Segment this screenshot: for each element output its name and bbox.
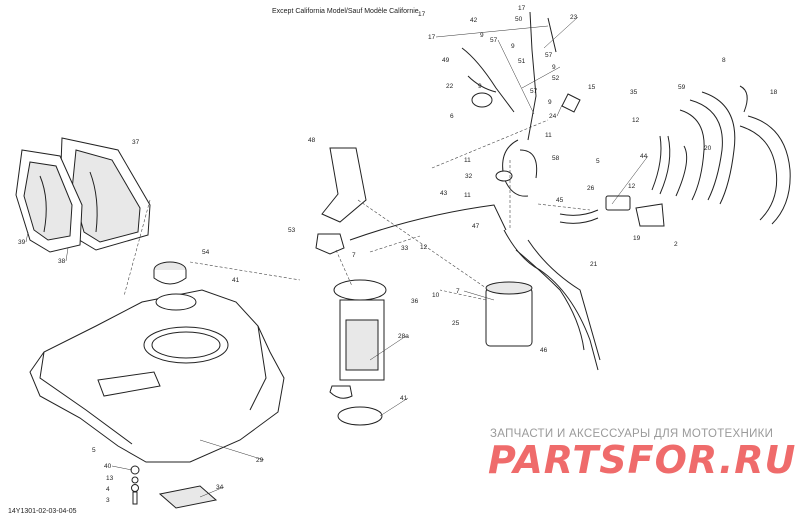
fuel-pump-module bbox=[329, 279, 387, 426]
callout-label: 20 bbox=[704, 145, 712, 152]
callout-label: 15 bbox=[588, 84, 596, 91]
callout-label: 57 bbox=[545, 52, 553, 59]
callout-leader-line bbox=[463, 290, 495, 301]
callout-label: 7 bbox=[352, 252, 356, 259]
callout-label: 41 bbox=[400, 395, 408, 402]
watermark-tagline: ЗАПЧАСТИ И АКСЕССУАРЫ ДЛЯ МОТОТЕХНИКИ bbox=[490, 428, 774, 440]
callout-label: 57 bbox=[530, 88, 538, 95]
callout-label: 39 bbox=[18, 239, 26, 246]
watermark-logo: PARTSFOR.RU bbox=[488, 438, 797, 482]
callout-label: 43 bbox=[440, 190, 448, 197]
callout-label: 58 bbox=[552, 155, 560, 162]
callout-label: 17 bbox=[518, 5, 526, 12]
callout-label: 11 bbox=[545, 132, 552, 139]
callout-label: 12 bbox=[420, 244, 428, 251]
callout-label: 46 bbox=[540, 347, 548, 354]
callout-label: 51 bbox=[518, 58, 526, 65]
hose-lines bbox=[349, 11, 791, 371]
callout-label: 12 bbox=[632, 117, 640, 124]
callout-label: 40 bbox=[104, 463, 112, 470]
callout-label: 2 bbox=[674, 241, 678, 248]
callout-label: 4 bbox=[106, 486, 110, 493]
callout-label: 54 bbox=[202, 249, 210, 256]
callout-label: 17 bbox=[418, 11, 426, 18]
callout-label: 17 bbox=[428, 34, 436, 41]
callout-label: 33 bbox=[401, 245, 409, 252]
callout-label: 38 bbox=[58, 258, 66, 265]
callout-label: 23 bbox=[570, 14, 578, 21]
callout-label: 18 bbox=[770, 89, 778, 96]
callout-label: 11 bbox=[464, 192, 471, 199]
callout-leader-line bbox=[497, 39, 535, 115]
callout-label: 21 bbox=[590, 261, 598, 268]
callout-leader-line bbox=[25, 231, 29, 243]
callout-label: 42 bbox=[470, 17, 478, 24]
callout-label: 35 bbox=[630, 89, 638, 96]
callout-label: 28a bbox=[398, 333, 409, 340]
callout-leader-line bbox=[543, 16, 579, 49]
callout-label: 57 bbox=[490, 37, 498, 44]
callout-label: 52 bbox=[552, 75, 560, 82]
callout-label: 50 bbox=[515, 16, 523, 23]
callout-label: 45 bbox=[556, 197, 564, 204]
heat-shield-assembly bbox=[15, 137, 151, 253]
callout-leader-line bbox=[199, 486, 225, 498]
callout-label: 9 bbox=[548, 99, 552, 106]
callout-label: 8 bbox=[722, 57, 726, 64]
pad-and-fasteners bbox=[130, 465, 218, 509]
callout-label: 25 bbox=[452, 320, 460, 327]
figure-code: 14Y1301-02-03-04-05 bbox=[8, 508, 77, 515]
callout-label: 7 bbox=[456, 288, 460, 295]
callout-label: 32 bbox=[465, 173, 473, 180]
callout-label: 13 bbox=[106, 475, 114, 482]
evap-canister bbox=[485, 281, 533, 347]
callout-label: 12 bbox=[628, 183, 636, 190]
callout-leader-line bbox=[111, 465, 133, 471]
callout-leader-line bbox=[199, 439, 265, 461]
callout-label: 9 bbox=[511, 43, 515, 50]
callout-label: 9 bbox=[480, 32, 484, 39]
callout-label: 9 bbox=[478, 83, 482, 90]
callout-label: 10 bbox=[432, 292, 440, 299]
callout-label: 59 bbox=[678, 84, 686, 91]
callout-label: 49 bbox=[442, 57, 450, 64]
callout-label: 47 bbox=[472, 223, 480, 230]
callout-label: 41 bbox=[232, 277, 240, 284]
callout-leader-line bbox=[369, 335, 407, 361]
callout-label: 5 bbox=[92, 447, 96, 454]
callout-label: 22 bbox=[446, 83, 454, 90]
callout-label: 5 bbox=[596, 158, 600, 165]
callout-leader-line bbox=[379, 397, 409, 417]
callout-label: 36 bbox=[411, 298, 419, 305]
callout-label: 9 bbox=[552, 64, 556, 71]
dashed-leaders bbox=[123, 119, 591, 301]
callout-leader-line bbox=[435, 25, 549, 38]
mounting-bracket bbox=[321, 147, 367, 223]
callout-leader-line bbox=[556, 104, 563, 117]
callout-leader-line bbox=[521, 66, 561, 89]
california-caption: Except California Model/Sauf Modèle Cali… bbox=[272, 8, 419, 15]
callout-label: 19 bbox=[633, 235, 641, 242]
fuel-tank bbox=[29, 289, 285, 463]
callout-label: 24 bbox=[549, 113, 557, 120]
callout-label: 26 bbox=[587, 185, 595, 192]
callout-label: 53 bbox=[288, 227, 296, 234]
callout-label: 3 bbox=[106, 497, 110, 504]
fuel-cap bbox=[153, 261, 187, 285]
callout-label: 34 bbox=[216, 484, 224, 491]
callout-label: 11 bbox=[464, 157, 471, 164]
callout-label: 29 bbox=[256, 457, 264, 464]
callout-leader-line bbox=[65, 247, 69, 262]
callout-leader-line bbox=[611, 155, 649, 205]
callout-label: 44 bbox=[640, 153, 648, 160]
callout-label: 48 bbox=[308, 137, 316, 144]
callout-label: 6 bbox=[450, 113, 454, 120]
callout-label: 37 bbox=[132, 139, 140, 146]
pressure-regulator bbox=[315, 233, 345, 255]
